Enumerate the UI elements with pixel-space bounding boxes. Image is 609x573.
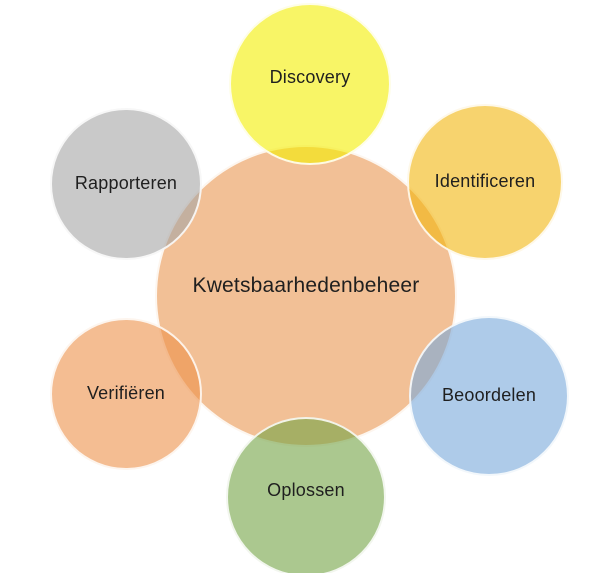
circle-rapporteren-label: Rapporteren [74, 173, 178, 194]
circle-oplossen: Oplossen [226, 417, 386, 573]
circle-discovery-label: Discovery [269, 67, 351, 88]
circle-verifieren: Verifiëren [50, 318, 202, 470]
circle-rapporteren: Rapporteren [50, 108, 202, 260]
circle-beoordelen-label: Beoordelen [441, 385, 537, 406]
circle-beoordelen: Beoordelen [409, 316, 569, 476]
circle-oplossen-label: Oplossen [267, 480, 345, 501]
circle-discovery: Discovery [229, 3, 391, 165]
center-circle-label: Kwetsbaarhedenbeheer [192, 274, 420, 298]
circle-identificeren-label: Identificeren [434, 171, 536, 192]
circle-verifieren-label: Verifiëren [86, 383, 166, 404]
center-circle-kwetsbaarhedenbeheer: Kwetsbaarhedenbeheer [155, 145, 457, 447]
circle-identificeren: Identificeren [407, 104, 563, 260]
